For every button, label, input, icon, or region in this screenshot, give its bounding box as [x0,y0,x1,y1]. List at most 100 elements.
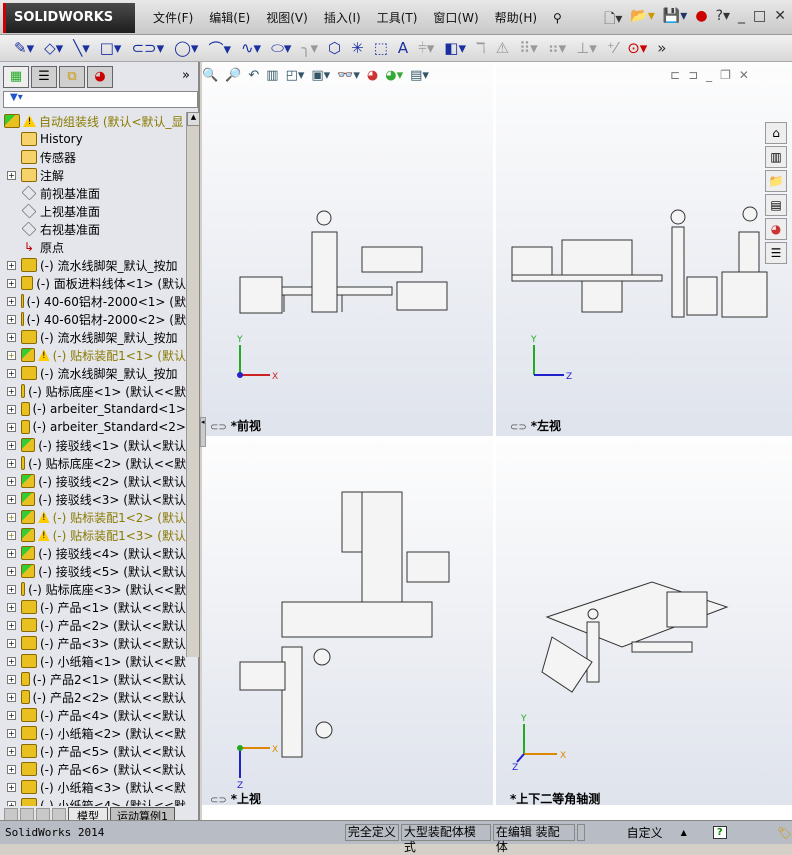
pattern-icon[interactable]: ⠿▾ [519,39,538,57]
zoom-area-icon[interactable]: 🔎 [225,67,242,83]
rebuild-icon[interactable]: ● [695,8,708,24]
custom-properties-icon[interactable]: ☰ [765,242,787,264]
text-icon[interactable]: A [397,39,409,57]
expand-icon[interactable]: + [7,368,16,378]
expand-icon[interactable]: + [7,332,16,342]
expand-icon[interactable]: + [7,566,16,576]
tree-item[interactable]: 右视基准面 [0,220,186,238]
expand-icon[interactable]: + [7,314,16,324]
construction-icon[interactable]: ⬚ [373,39,388,57]
tree-item[interactable]: +(-) 产品<4> (默认<<默认 [0,706,186,724]
tree-item[interactable]: +(-) 40-60铝材-2000<2> (默 [0,310,186,328]
offset-icon[interactable]: ℸ [475,39,486,57]
hide-show-icon[interactable]: 👓▾ [337,67,360,83]
tree-item[interactable]: +(-) 接驳线<5> (默认<默认 [0,562,186,580]
scene-icon[interactable]: ◕▾ [385,67,404,83]
expand-icon[interactable]: + [7,620,16,630]
home-icon[interactable]: ⌂ [765,122,787,144]
expand-icon[interactable]: + [7,602,16,612]
move-icon[interactable]: ⠶▾ [547,39,567,57]
view-orientation-icon[interactable]: ◰▾ [285,67,305,83]
tree-item[interactable]: 上视基准面 [0,202,186,220]
viewport-minimize-icon[interactable]: _ [706,68,713,82]
view-palette-icon[interactable]: ▤ [765,194,787,216]
pin-icon[interactable]: ⚲ [553,10,562,25]
first-tab-button[interactable] [4,807,18,821]
tree-item[interactable]: +注解 [0,166,186,184]
tree-item[interactable]: +(-) 产品<2> (默认<<默认 [0,616,186,634]
tree-item[interactable]: +(-) arbeiter_Standard<2> [0,418,186,436]
expand-icon[interactable]: + [7,476,16,486]
expand-icon[interactable]: + [7,692,16,702]
expand-icon[interactable]: + [7,710,16,720]
next-tab-button[interactable] [36,807,50,821]
tree-item[interactable]: !自动组装线 (默认<默认_显 [0,112,186,130]
units-custom[interactable]: 自定义 [626,826,663,840]
tree-item[interactable]: +(-) 小纸箱<3> (默认<<默 [0,778,186,796]
ellipse-icon[interactable]: ⬭▾ [271,39,292,57]
minimize-icon[interactable]: _ [738,8,746,24]
convert-icon[interactable]: ◧▾ [444,39,466,57]
expand-icon[interactable]: + [7,458,16,468]
help-icon[interactable]: ?▾ [715,8,731,24]
save-icon[interactable]: 💾▾ [662,8,688,24]
tree-item[interactable]: +(-) 流水线脚架_默认_按加 [0,328,186,346]
expand-icon[interactable]: + [7,746,16,756]
panel-collapse-handle[interactable]: ◂ [200,417,206,447]
expand-icon[interactable]: + [7,440,16,450]
new-document-icon[interactable]: 🗋▾ [604,11,623,27]
spline-icon[interactable]: ∿▾ [240,39,262,57]
link-icon[interactable]: ⊂⊃ [210,795,227,806]
polygon-icon[interactable]: ⬡ [328,39,342,57]
units-up-icon[interactable]: ▲ [680,828,687,837]
previous-view-icon[interactable]: ↶ [248,67,260,83]
tree-item[interactable]: +(-) 产品2<2> (默认<<默认 [0,688,186,706]
tag-icon[interactable]: 🏷 [776,825,792,840]
circle-icon[interactable]: ◯▾ [174,39,199,57]
appearance-icon[interactable]: ◕ [366,67,379,83]
tree-item[interactable]: History [0,130,186,148]
more-tools-icon[interactable]: » [657,39,667,57]
expand-icon[interactable]: + [7,656,16,666]
filter-icon[interactable]: ▼▾ [10,92,23,103]
tab-motion-study[interactable]: 运动算例1 [110,806,175,823]
tree-item[interactable]: +(-) 流水线脚架_默认_按加 [0,364,186,382]
expand-icon[interactable]: + [7,638,16,648]
tree-item[interactable]: +(-) 接驳线<2> (默认<默认 [0,472,186,490]
scroll-up-button[interactable]: ▲ [187,112,200,126]
expand-icon[interactable]: + [7,530,16,540]
open-icon[interactable]: 📂▾ [630,8,655,24]
expand-icon[interactable]: + [7,728,16,738]
tree-item[interactable]: +(-) 产品<6> (默认<<默认 [0,760,186,778]
expand-icon[interactable]: + [7,674,16,684]
smart-dimension-icon[interactable]: ◇▾ [44,39,64,57]
tree-item[interactable]: +(-) 小纸箱<1> (默认<<默 [0,652,186,670]
solidworks-logo[interactable]: SOLIDWORKS [3,3,135,33]
tree-item[interactable]: +(-) 贴标底座<1> (默认<<默 [0,382,186,400]
expand-icon[interactable]: + [7,422,16,432]
section-view-icon[interactable]: ▥ [266,67,279,83]
tree-item[interactable]: +!(-) 贴标装配1<1> (默认 [0,346,186,364]
expand-icon[interactable]: + [7,170,16,180]
expand-icon[interactable]: + [7,548,16,558]
viewport-restore-icon[interactable]: ❐ [720,68,731,82]
tree-item[interactable]: ↳原点 [0,238,186,256]
display-style-icon[interactable]: ▣▾ [311,67,331,83]
menu-insert[interactable]: 插入(I) [323,11,361,25]
tree-item[interactable]: +(-) 贴标底座<2> (默认<<默 [0,454,186,472]
tree-item[interactable]: +(-) 接驳线<4> (默认<默认 [0,544,186,562]
configuration-manager-tab-icon[interactable]: ⧉ [59,66,85,88]
tree-item[interactable]: +(-) 产品<3> (默认<<默认 [0,634,186,652]
fillet-icon[interactable]: ╮▾ [301,39,318,57]
design-library-icon[interactable]: ▥ [765,146,787,168]
tree-item[interactable]: +(-) 流水线脚架_默认_按加 [0,256,186,274]
expand-icon[interactable]: + [7,584,16,594]
tree-item[interactable]: +(-) 产品<5> (默认<<默认 [0,742,186,760]
expand-icon[interactable]: + [7,800,16,806]
viewport-front[interactable] [202,62,493,436]
expand-icon[interactable]: + [7,350,16,360]
tree-item[interactable]: +(-) 接驳线<1> (默认<默认 [0,436,186,454]
panel-more-button[interactable]: » [182,68,190,83]
sketch-icon[interactable]: ✎▾ [14,39,35,57]
zoom-fit-icon[interactable]: 🔍 [202,67,219,83]
